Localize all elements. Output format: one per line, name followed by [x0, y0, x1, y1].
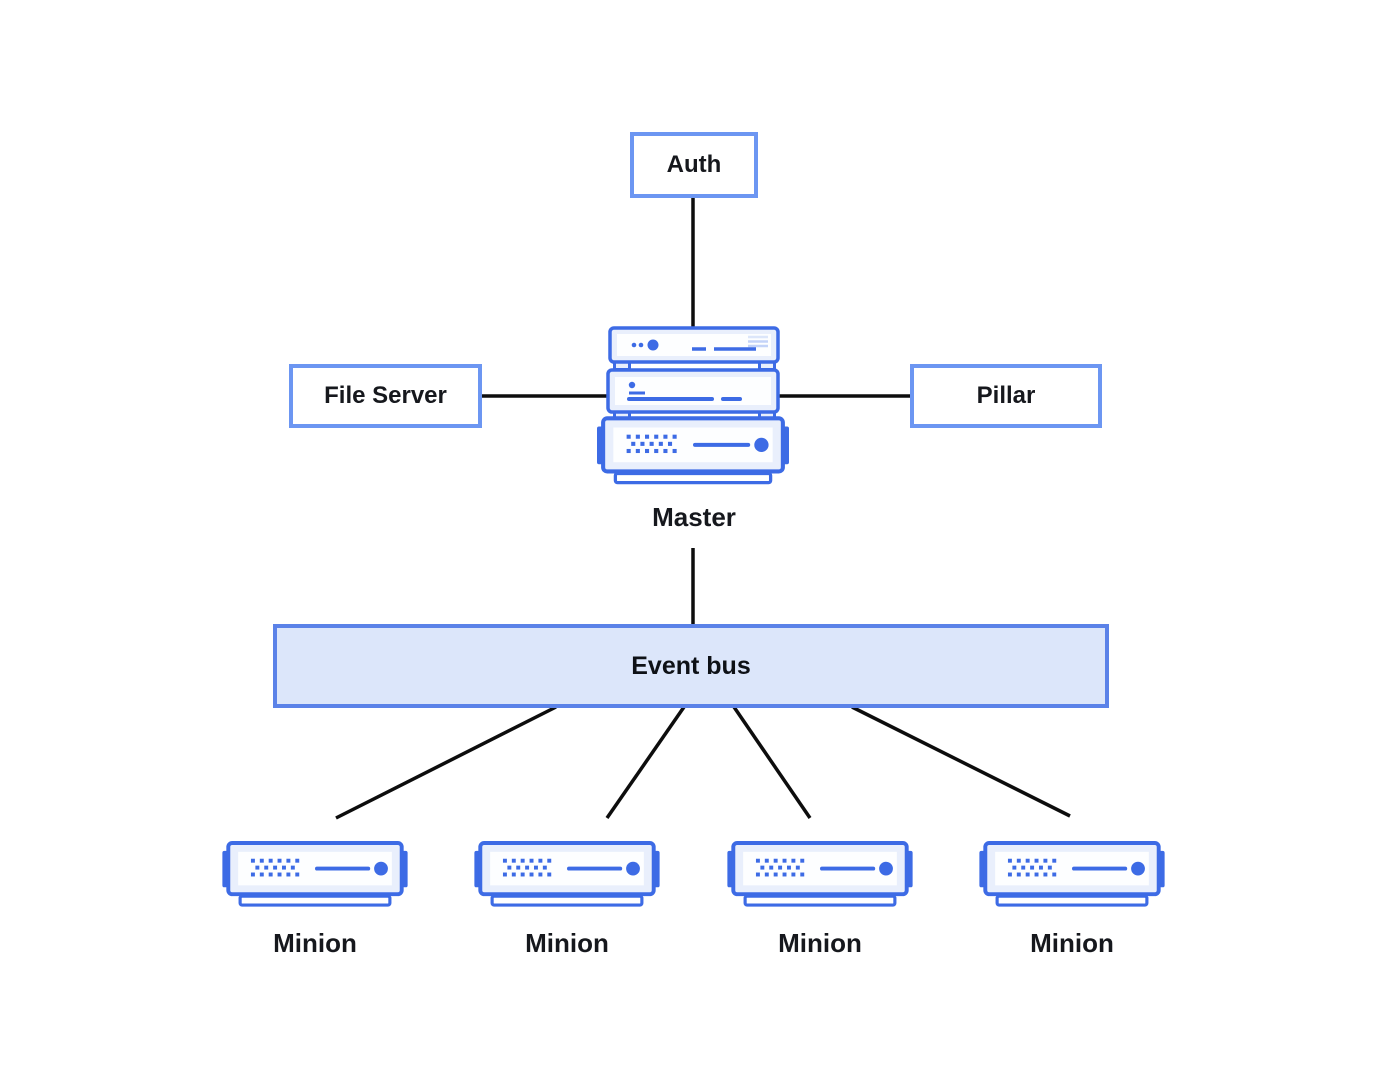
master-label: Master [652, 502, 736, 532]
minion-label: Minion [778, 928, 862, 958]
minion-server-rack-icon [979, 841, 1165, 908]
edge-eventbus-minion-2 [605, 706, 686, 819]
master-server-middle-icon [606, 368, 780, 414]
minion-label: Minion [273, 928, 357, 958]
minion-label: Minion [1030, 928, 1114, 958]
edge-eventbus-minion-1 [335, 705, 557, 820]
minion-server-rack-icon [222, 841, 408, 908]
master-server-rack-icon [597, 416, 789, 486]
minion-label: Minion [525, 928, 609, 958]
pillar-label: Pillar [976, 382, 1036, 409]
minion-server-rack-icon [727, 841, 913, 908]
file-server-label: File Server [324, 382, 447, 409]
pillar-node: Pillar [910, 364, 1102, 428]
master-server-top-icon [608, 326, 780, 364]
minion-server-rack-icon [474, 841, 660, 908]
event-bus-node: Event bus [273, 624, 1109, 708]
file-server-node: File Server [289, 364, 482, 428]
auth-node: Auth [630, 132, 758, 198]
edge-eventbus-minion-4 [851, 705, 1071, 818]
auth-label: Auth [666, 151, 722, 178]
edge-eventbus-minion-3 [732, 706, 812, 819]
event-bus-label: Event bus [631, 651, 751, 680]
